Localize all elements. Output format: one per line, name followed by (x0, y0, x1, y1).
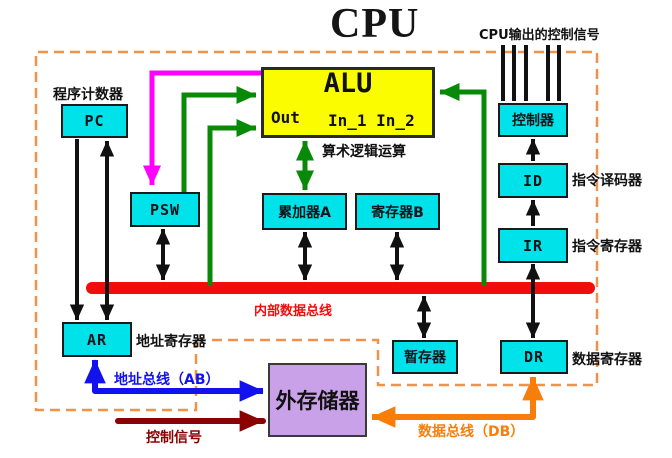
ir-annotation: 指令寄存器 (572, 239, 642, 255)
controller-box: 控制器 (498, 103, 568, 137)
cpu-dashed-border (34, 50, 599, 412)
temp-register-box: 暂存器 (392, 340, 458, 374)
psw-box: PSW (130, 192, 200, 227)
pc-annotation: 程序计数器 (53, 87, 123, 103)
arrow-alu-to-psw (142, 70, 261, 186)
control-signal-label: 控制信号 (146, 430, 202, 446)
address-bus-arrow (84, 359, 264, 402)
alu-inputs-label: In_1 In_2 (328, 111, 415, 130)
dr-box: DR (500, 340, 568, 374)
cpu-output-signals-label: CPU输出的控制信号 (479, 28, 600, 43)
dr-annotation: 数据寄存器 (572, 352, 642, 368)
alu-out-label: Out (271, 108, 300, 127)
data-bus-label: 数据总线（DB） (418, 424, 525, 440)
id-box: ID (498, 163, 568, 198)
arrow-psw-to-alu (181, 86, 257, 193)
arrow-bus-to-alu-in2 (439, 82, 487, 286)
internal-bus-label: 内部数据总线 (254, 304, 333, 319)
arrow-bus-to-alu-in1 (207, 119, 257, 286)
id-annotation: 指令译码器 (572, 173, 642, 189)
ar-box: AR (62, 322, 132, 357)
address-bus-label: 地址总线（AB） (114, 372, 220, 388)
ir-box: IR (498, 228, 568, 263)
ar-annotation: 地址寄存器 (136, 334, 206, 350)
cpu-output-control-lines (501, 45, 561, 101)
alu-caption: 算术逻辑运算 (322, 144, 406, 160)
diagram-title: CPU (330, 1, 420, 47)
pc-box: PC (61, 104, 128, 138)
alu-label: ALU (323, 68, 373, 99)
accumulator-a-box: 累加器A (262, 193, 347, 230)
data-bus-arrow (371, 376, 544, 428)
alu-box: ALU Out In_1 In_2 (261, 67, 435, 138)
external-memory-box: 外存储器 (268, 363, 367, 437)
register-b-box: 寄存器B (355, 193, 440, 230)
